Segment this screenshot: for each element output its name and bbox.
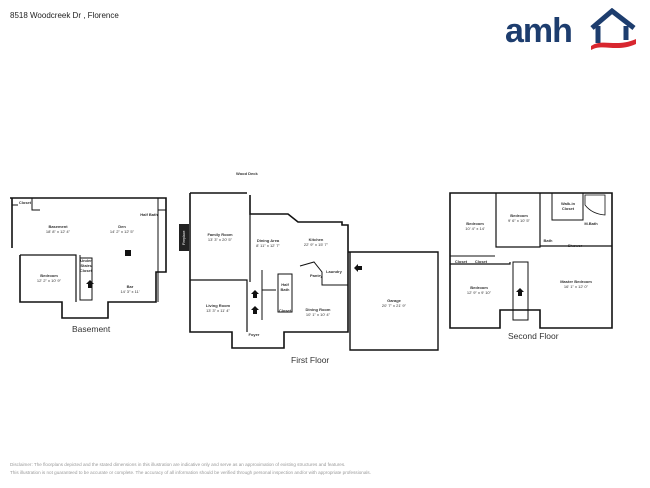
disclaimer: Disclaimer: The floorplans depicted and … xyxy=(10,461,650,477)
floor-label-second: Second Floor xyxy=(508,331,559,341)
room-bath: Bath xyxy=(543,238,553,243)
room-half-bath-first: Half Bath xyxy=(280,282,290,292)
logo-text: amh xyxy=(505,12,573,50)
room-under-stairs-closet: Under Stairs Closet xyxy=(79,258,93,273)
wood-deck-label: Wood Deck xyxy=(236,171,258,176)
amh-logo: amh xyxy=(505,8,640,53)
property-address: 8518 Woodcreek Dr , Florence xyxy=(10,11,119,20)
room-m-bath: M.Bath xyxy=(584,221,598,226)
floor-label-basement: Basement xyxy=(72,324,111,334)
room-foyer: Foyer xyxy=(248,332,260,337)
room-half-bath: Half Bath xyxy=(140,212,158,217)
disclaimer-line-2: This illustration is not guaranteed to b… xyxy=(10,470,371,475)
house-roof-icon xyxy=(590,8,636,50)
room-laundry: Laundry xyxy=(326,269,342,274)
room-closet-2: Closet xyxy=(454,259,468,264)
room-closet-first: Closet xyxy=(278,308,292,313)
room-shower: Shower xyxy=(567,243,583,248)
fireplace-label: Fireplace xyxy=(179,224,189,251)
floor-label-first: First Floor xyxy=(291,355,330,365)
room-closet-2b: Closet xyxy=(474,259,488,264)
room-walk-in-closet: Walk-in Closet xyxy=(560,201,576,211)
room-closet: Closet xyxy=(18,200,32,205)
room-pantry: Pantry xyxy=(310,273,323,278)
disclaimer-line-1: Disclaimer: The floorplans depicted and … xyxy=(10,462,346,467)
